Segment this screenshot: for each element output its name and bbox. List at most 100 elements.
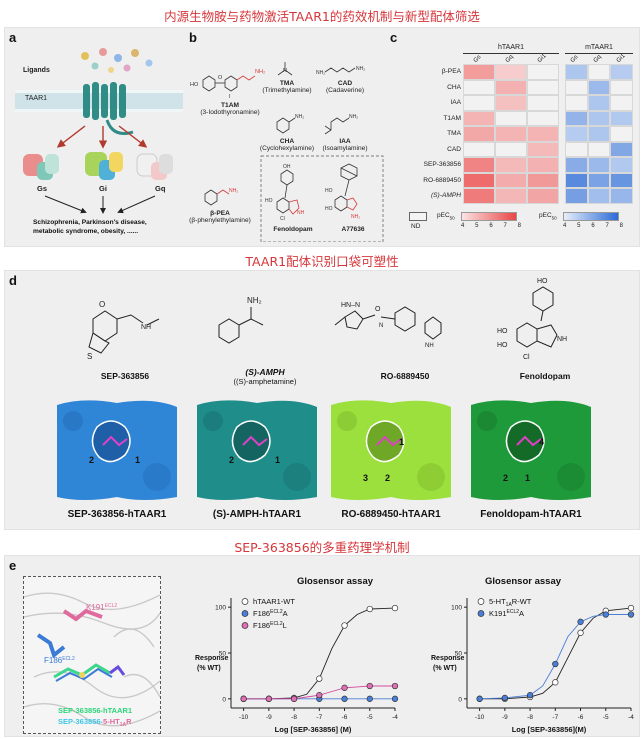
x-tick-label: -8 <box>291 714 297 721</box>
heatmap-cell-h <box>495 141 527 157</box>
panel-label-b: b <box>189 30 197 45</box>
heatmap-cell-h <box>527 126 559 142</box>
data-point <box>501 694 508 702</box>
x-tick-label: -4 <box>628 714 634 721</box>
heatmap-cell-h <box>463 157 495 173</box>
heatmap-cell-m <box>610 126 633 142</box>
heatmap-cell-m <box>565 141 588 157</box>
x-tick-label: -5 <box>367 714 373 721</box>
ligand-structures-d: O S NH NH₂ HN–N O N NH HO HO HO Cl <box>87 278 567 361</box>
legend-entry: 5-HT1AR-WT <box>489 597 532 608</box>
data-point <box>627 611 635 618</box>
heatmap-cell-m <box>565 188 588 204</box>
t1am-ho-atom: HO <box>190 82 199 88</box>
data-point <box>602 611 609 618</box>
heatmap-cell-m <box>610 64 633 80</box>
figure-title-top: 内源生物胺与药物激活TAAR1的药效机制与新型配体筛选 <box>164 9 480 24</box>
pocket-subpocket-label: 4 <box>539 437 545 447</box>
x-tick-label: -6 <box>578 714 584 721</box>
heatmap-cell-h <box>463 141 495 157</box>
t1am-o-atom: O <box>218 75 223 81</box>
mol-t1am: T1AM(3-Iodothyronamine) <box>200 102 260 116</box>
heatmap-cell-m <box>610 79 633 95</box>
heatmap-cell-h <box>495 95 527 111</box>
pocket-subpocket-label: 1 <box>135 455 141 465</box>
heatmap-row-label: RO-6889450 <box>423 176 461 184</box>
legend-pec50-m: pEC50 <box>539 212 557 221</box>
gq-complex-icon <box>136 153 173 180</box>
fenoldopam-oh-atom: OH <box>283 164 291 170</box>
fen-ho-atom-2: HO <box>497 328 508 335</box>
heatmap-cell-m <box>587 79 611 95</box>
fen-cl-atom: Cl <box>523 354 530 361</box>
data-point <box>341 684 348 691</box>
k191-label: K191ECL2 <box>86 603 117 612</box>
d-mol-name-ro: RO-6889450 <box>380 371 430 381</box>
a77636-ho-atom-1: HO <box>325 188 333 194</box>
heatmap-cell-h <box>495 64 527 80</box>
sep-o-atom: O <box>99 300 105 309</box>
pocket-subpocket-label: 2 <box>503 473 509 483</box>
heatmap-row-label: SEP-363856 <box>423 161 461 168</box>
nd-legend-label: ND <box>411 223 421 230</box>
mol-a77636: A77636 <box>341 226 365 233</box>
pocket-surface-caption: SEP-363856-hTAAR1 <box>67 509 167 520</box>
heatmap-cell-h <box>495 172 527 188</box>
heatmap-col-label-m: Gi1 <box>615 53 627 64</box>
x-tick-label: -8 <box>527 714 533 721</box>
heatmap-cell-h <box>527 172 559 188</box>
series-line <box>479 614 631 700</box>
heatmap-row-label: CAD <box>447 145 461 153</box>
pea-nh2-atom: NH₂ <box>229 188 238 194</box>
heatmap-col-label-h: Gq <box>504 54 515 64</box>
gi-complex-icon <box>85 152 123 180</box>
x-axis-label: Log [SEP-363856](M) <box>512 725 587 734</box>
heatmap-cell-h <box>527 79 559 95</box>
x-tick-label: -4 <box>392 714 398 721</box>
series-line <box>243 685 395 700</box>
binding-site-structure: K191ECL2 F186ECL2 SEP-363856-hTAAR1 SEP-… <box>23 576 161 734</box>
data-point <box>577 629 584 636</box>
heatmap-cell-h <box>463 79 495 95</box>
data-point <box>391 682 399 690</box>
y-axis-label: Response <box>195 655 229 662</box>
heatmap-group-m: mTAAR1 <box>585 44 613 51</box>
x-tick-label: -10 <box>239 714 249 721</box>
gq-label: Gq <box>155 184 166 193</box>
data-point <box>366 605 373 613</box>
heatmap-cell-m <box>610 141 633 157</box>
x-tick-label: -6 <box>342 714 348 721</box>
heatmap-cell-m <box>587 172 611 188</box>
heatmap-cell-m <box>565 126 588 142</box>
heatmap-cell-h <box>463 126 495 142</box>
pocket-surface-caption: RO-6889450-hTAAR1 <box>341 509 441 520</box>
legend-marker <box>241 598 249 605</box>
legend-entry: F186ECL2L <box>253 621 287 630</box>
t1am-i-atom: I <box>229 94 231 100</box>
heatmap-cell-m <box>610 95 633 111</box>
pocket-subpocket-label: 3 <box>363 473 369 483</box>
heatmap-cell-m <box>610 188 633 204</box>
fen-ho-atom: HO <box>537 278 548 285</box>
gi-label: Gi <box>99 184 107 193</box>
t1am-nh2-atom: NH₂ <box>255 69 265 75</box>
mol-tma: TMA(Trimethylamine) <box>262 80 312 94</box>
heatmap-cell-m <box>610 157 633 173</box>
legend-marker <box>241 622 249 629</box>
pocket-surface-caption: (S)-AMPH-hTAAR1 <box>212 509 302 520</box>
ro-nh-atom: NH <box>425 343 434 349</box>
heatmap-group-m-rule <box>565 53 633 54</box>
heatmap-col-label-h: Gs <box>472 54 483 64</box>
ligand-structures: HO O I NH₂ N NH₂ NH₂ NH₂ NH₂ NH₂ <box>185 42 385 242</box>
x-tick-label: -7 <box>552 714 558 721</box>
fenoldopam-cl-atom: Cl <box>280 216 285 222</box>
heatmap-cell-h <box>527 157 559 173</box>
heatmap-row-label: IAA <box>450 99 461 106</box>
figure-title-bottom: SEP-363856的多重药理学机制 <box>234 540 410 555</box>
data-point <box>366 682 373 690</box>
heatmap-cell-m <box>565 64 588 80</box>
